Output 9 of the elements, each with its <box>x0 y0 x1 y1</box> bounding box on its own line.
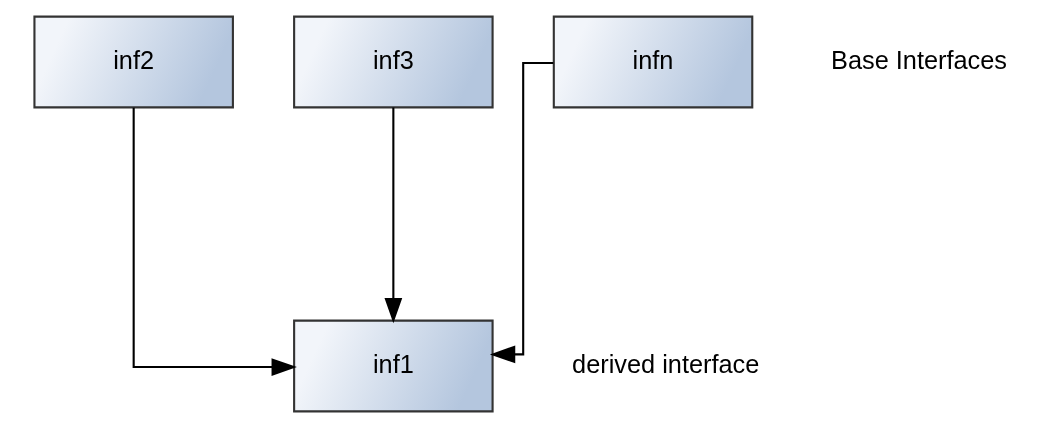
node-box: inf2 <box>32 15 234 109</box>
node-box: infn <box>552 15 753 109</box>
node-box: inf1 <box>292 319 494 413</box>
arrow <box>489 62 553 364</box>
node-box: inf3 <box>292 15 494 109</box>
label: Base Interfaces <box>830 45 1007 74</box>
arrow <box>383 107 402 324</box>
node-label: derived interface <box>571 349 759 378</box>
arrow <box>132 107 297 376</box>
